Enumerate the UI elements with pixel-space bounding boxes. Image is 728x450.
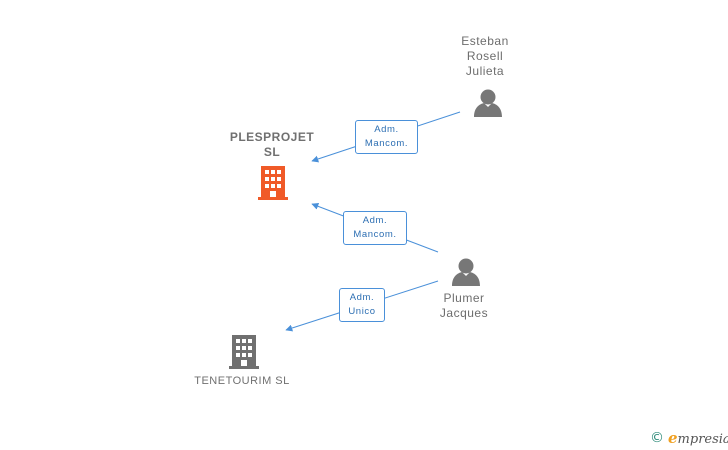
person-name-line: Esteban [461, 34, 509, 48]
relation-role-line: Adm. [362, 215, 388, 226]
person-name-line: Rosell [466, 49, 504, 63]
empresia-watermark: © empresia [650, 428, 728, 448]
building-icon[interactable] [258, 166, 288, 200]
company-label-plesprojet[interactable]: PLESPROJET SL [222, 130, 322, 160]
company-label-tenetourim[interactable]: TENETOURIM SL [186, 374, 298, 389]
brand-logo: empresia [668, 429, 728, 447]
brand-logo-e: e [668, 429, 678, 447]
relation-badge-plumer-tenetourim[interactable]: Adm. Unico [339, 288, 385, 322]
building-icon[interactable] [229, 335, 259, 369]
person-name-line: Jacques [439, 306, 489, 320]
company-name-line: TENETOURIM SL [194, 375, 290, 387]
relation-role-line: Unico [348, 306, 376, 317]
person-name-line: Plumer [443, 291, 485, 305]
company-name-line: PLESPROJET [229, 130, 315, 144]
person-label-esteban[interactable]: Esteban Rosell Julieta [445, 34, 525, 79]
relation-role-line: Adm. [374, 124, 399, 135]
brand-logo-rest: mpresia [677, 432, 728, 447]
copyright-symbol: © [650, 430, 664, 446]
person-label-plumer[interactable]: Plumer Jacques [424, 291, 504, 321]
relation-role-line: Mancom. [364, 138, 409, 149]
person-name-line: Julieta [465, 64, 505, 78]
person-icon[interactable] [452, 258, 480, 287]
company-name-line: SL [263, 145, 281, 159]
relation-role-line: Adm. [349, 292, 375, 303]
relation-badge-esteban-plesprojet[interactable]: Adm. Mancom. [355, 120, 418, 154]
person-icon[interactable] [474, 89, 502, 118]
relation-role-line: Mancom. [353, 229, 397, 240]
relation-badge-plumer-plesprojet[interactable]: Adm. Mancom. [343, 211, 407, 245]
